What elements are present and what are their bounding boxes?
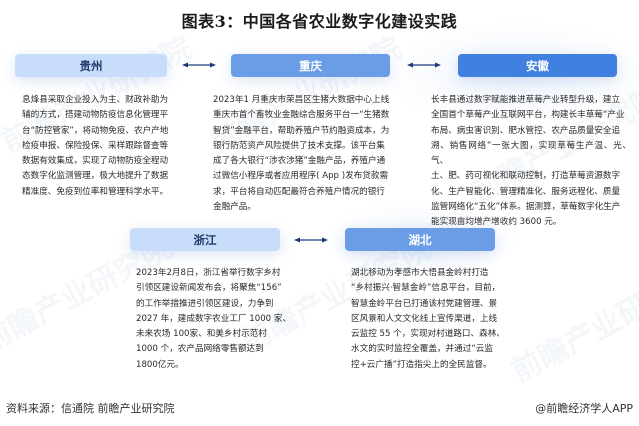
page-title: 图表3：中国各省农业数字化建设实践 — [181, 12, 458, 31]
province-label: 浙江 — [193, 232, 217, 247]
province-description-guizhou: 息烽县采取企业投入为主、财政补助为 辅的方式，搭建动物防疫信息化管理平 台“防控… — [22, 95, 169, 197]
province-description-chongqing: 2023年1 月重庆市荣昌区生猪大数据中心上线 重庆市首个畜牧业金融综合服务平台… — [213, 95, 390, 213]
province-box-chongqing: 重庆 — [231, 54, 390, 77]
province-box-guizhou: 贵州 — [15, 54, 167, 77]
province-label: 重庆 — [299, 58, 322, 73]
province-label: 湖北 — [408, 232, 432, 247]
province-label: 贵州 — [79, 58, 103, 73]
province-box-hubei: 湖北 — [345, 228, 495, 251]
province-description-anhui: 长丰县通过数字赋能推进草莓产业转型升级，建立 全国首个草莓产业互联网平台，构建长… — [431, 95, 631, 228]
province-label: 安徽 — [526, 58, 549, 73]
double-arrow-icon — [407, 61, 441, 69]
province-box-zhejiang: 浙江 — [130, 228, 280, 251]
province-box-anhui: 安徽 — [458, 54, 617, 77]
double-arrow-icon — [182, 61, 216, 69]
source-note: 资料来源：信通院 前瞻产业研究院 — [6, 402, 175, 415]
province-description-hubei: 湖北移动为孝感市大悟县金岭村打造 “乡村振兴·智慧金岭”信息平台，目前， 智慧金… — [351, 268, 505, 370]
credit-note: @前瞻经济学人APP — [535, 402, 633, 415]
province-description-zhejiang: 2023年2月8日，浙江省举行数字乡村 引领区建设新闻发布会，将聚焦“156” … — [136, 268, 292, 370]
double-arrow-icon — [294, 236, 328, 244]
watermark: 前瞻产业研究院 — [505, 260, 639, 390]
